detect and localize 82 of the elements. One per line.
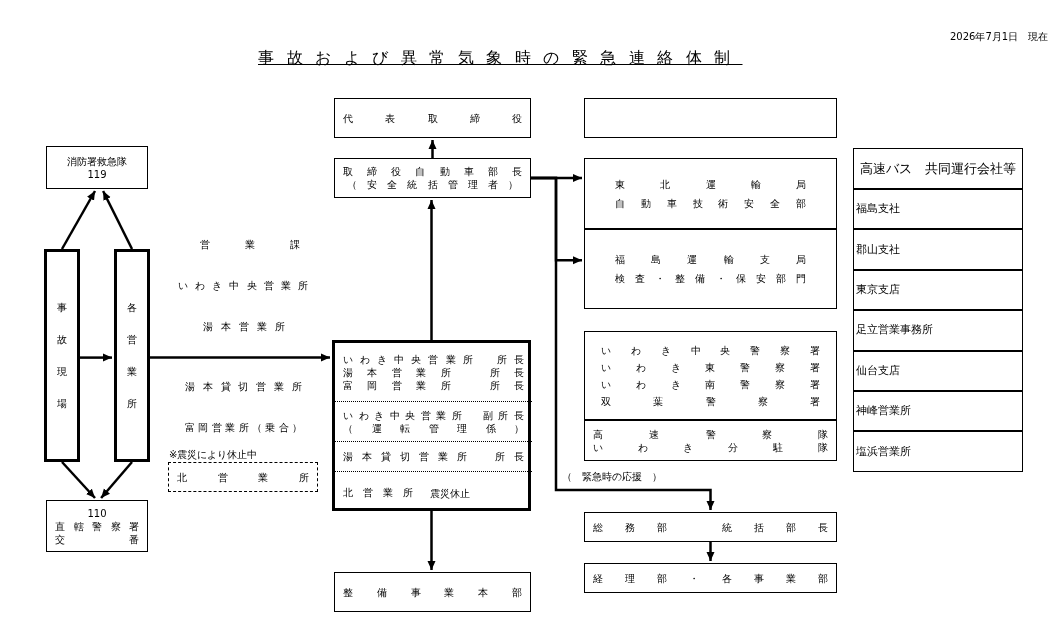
process-box	[853, 269, 1023, 311]
node-label: 東北運輸局	[614, 177, 807, 192]
empty-box	[584, 98, 837, 138]
process-box	[853, 189, 1023, 230]
node-label: 自動車技術安全部	[614, 196, 807, 211]
tall-box	[44, 249, 80, 462]
process-box	[853, 310, 1023, 351]
process-box	[584, 420, 837, 461]
arrow	[428, 140, 437, 158]
node-label: 総務部 統括部長	[592, 520, 829, 534]
node-label: 神峰営業所	[855, 404, 912, 419]
node-label: 湯本貸切営業所 所長	[342, 450, 525, 463]
office-name: 営業課	[200, 238, 300, 251]
arrow	[427, 200, 436, 340]
node-label: 検査・整備・保安部門	[614, 272, 807, 286]
node-label: 仙台支店	[855, 363, 901, 378]
process-box	[46, 500, 148, 552]
title: 事故および異常気象時の緊急連絡体制	[258, 48, 743, 68]
node-label: 取締役自動車部長	[342, 165, 523, 178]
node-label: いわき中央営業所 所長	[342, 352, 525, 366]
node-label: 消防署救急隊	[66, 154, 128, 168]
node-label: 北営業所	[342, 486, 414, 499]
node-label: 湯本営業所 所長	[342, 365, 525, 379]
process-box	[46, 146, 148, 189]
arrow	[531, 176, 715, 510]
node-label: 足立営業事務所	[855, 323, 934, 338]
process-box	[334, 98, 531, 138]
process-box	[853, 431, 1023, 472]
process-box	[584, 331, 837, 420]
empty-box	[332, 340, 531, 511]
office-name: 湯本貸切営業所	[185, 380, 302, 393]
node-label: 富岡営業所 所長	[342, 378, 525, 392]
node-label: 110	[86, 506, 108, 520]
node-label: いわき中央営業所 副所長	[342, 408, 525, 422]
note-text: ※震災により休止中	[169, 448, 258, 461]
arrow	[80, 353, 112, 362]
office-name: 湯本営業所	[203, 320, 285, 333]
node-label: 事故現場	[56, 300, 68, 411]
process-box	[853, 148, 1023, 189]
node-label: 塩浜営業所	[855, 444, 912, 459]
node-label: 高速バス 共同運行会社等	[859, 160, 1017, 177]
arrow	[60, 190, 97, 250]
arrow	[150, 353, 330, 362]
process-box	[334, 572, 531, 612]
process-box	[853, 350, 1023, 391]
node-label: 震災休止	[430, 487, 470, 500]
node-label: （運転管理係）	[342, 421, 525, 435]
node-label: いわき分駐隊	[592, 440, 829, 454]
process-box	[853, 391, 1023, 432]
arrow	[100, 461, 133, 499]
arrow	[427, 511, 436, 570]
node-label: （安全統括管理者）	[346, 178, 519, 191]
node-label: いわき東警察署	[600, 360, 821, 375]
process-box	[584, 563, 837, 593]
node-label: 双葉警察署	[600, 394, 821, 409]
process-box	[853, 229, 1023, 270]
tall-box	[114, 249, 150, 462]
node-label: いわき南警察署	[600, 377, 821, 392]
process-box	[584, 512, 837, 542]
node-label: 郡山支社	[855, 242, 901, 257]
node-label: 整備事業本部	[342, 585, 523, 599]
process-box	[584, 229, 837, 309]
node-label: いわき中央警察署	[600, 343, 821, 358]
date-text: 2026年7月1日 現在	[950, 30, 1049, 43]
arrow	[102, 190, 134, 250]
node-label: 経理部・各事業部	[592, 571, 829, 585]
node-label: 119	[86, 167, 108, 181]
node-label: 東京支店	[855, 283, 901, 297]
office-name: 富岡営業所（乗合）	[185, 421, 302, 434]
arrow	[61, 461, 96, 499]
process-box	[334, 158, 531, 198]
node-label: 北営業所	[176, 470, 310, 484]
node-label: 代表取締役	[342, 111, 523, 125]
arrow	[706, 542, 715, 561]
office-name: いわき中央営業所	[178, 279, 308, 292]
node-label: 直轄警察署	[54, 519, 140, 533]
node-label: 各営業所	[126, 300, 138, 411]
node-label: 高速警察隊	[592, 427, 829, 441]
node-label: 交番	[54, 532, 140, 546]
node-label: 福島支社	[855, 202, 901, 217]
process-box	[584, 158, 837, 229]
node-label: 福島運輸支局	[614, 253, 807, 267]
